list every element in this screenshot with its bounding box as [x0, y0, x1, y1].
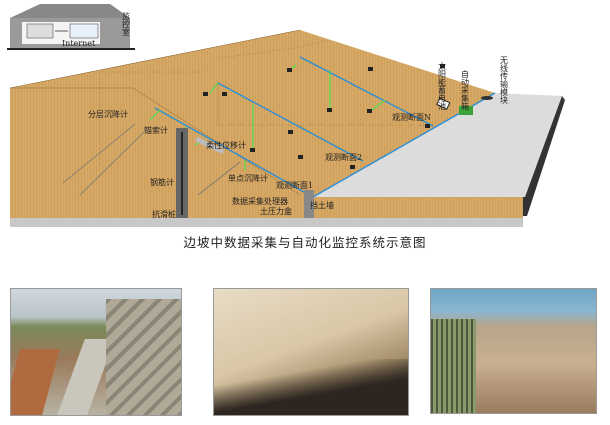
ground-base: [10, 218, 523, 227]
label-earth-pressure: 土压力盒: [260, 206, 292, 216]
photo-excavated-slope: [213, 288, 409, 416]
label-flexible-displacement: 柔性位移计: [206, 140, 246, 150]
monitor-room-icon: [7, 4, 135, 50]
auto-collect-box-icon: [459, 106, 473, 115]
wireless-module-icon: [481, 96, 493, 100]
photo-construction-site: [430, 288, 597, 414]
retaining-wall: [304, 190, 314, 218]
label-layered-settlement: 分层沉降计: [88, 109, 128, 119]
label-anchor-cable: 锚索计: [144, 125, 168, 135]
label-section-n: 观测断面N: [392, 112, 431, 122]
photo-slope-drainage: [10, 288, 182, 416]
anchor-rods: [62, 123, 241, 196]
label-solar-battery: 太阳能蓄电池: [438, 61, 447, 110]
solar-battery-icon: [436, 97, 451, 110]
sensor-nodes: [203, 64, 445, 169]
label-single-point-settlement: 单点沉降计: [228, 173, 268, 183]
label-section-1: 观测断面1: [276, 180, 313, 190]
label-section-2: 观测断面2: [325, 152, 362, 162]
label-rebar-meter: 钢筋计: [150, 177, 174, 187]
slope-monitoring-diagram: Internet 监控室: [7, 4, 565, 227]
label-retaining-wall: 挡土墙: [310, 200, 334, 210]
figure-caption: 边坡中数据采集与自动化监控系统示意图: [183, 235, 427, 250]
label-anti-slide-pile: 抗滑桩: [152, 209, 176, 219]
label-data-processor: 数据采集处理器: [232, 196, 288, 206]
network-label: Internet: [62, 39, 96, 48]
label-auto-collect-box: 自动采集箱: [461, 69, 470, 111]
flexible-displacement-sensor: [195, 136, 225, 155]
monitor-room-label: 监控室: [122, 11, 131, 36]
platform: [313, 93, 562, 197]
label-wireless-module: 无线传输模块: [500, 56, 509, 105]
